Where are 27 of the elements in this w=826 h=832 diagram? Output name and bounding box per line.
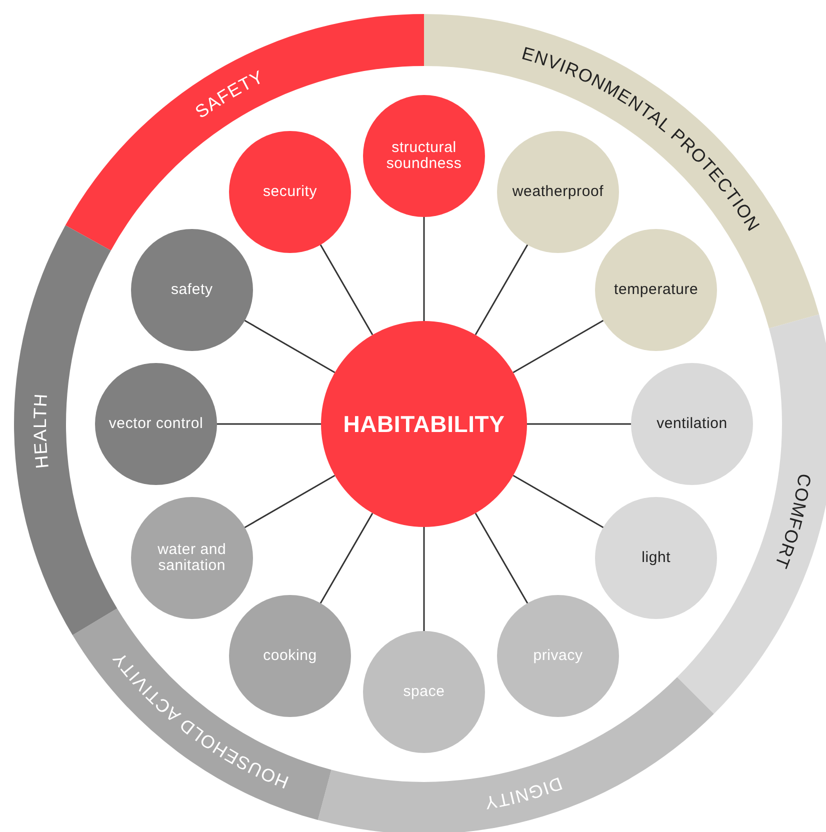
topic-label: security xyxy=(262,184,318,200)
connector-line xyxy=(423,217,425,321)
connector-line xyxy=(474,512,528,604)
category-band xyxy=(318,677,714,832)
connector-line xyxy=(217,423,321,425)
topic-label: structural soundness xyxy=(385,140,463,172)
topic-label: vector control xyxy=(108,416,204,432)
topic-label: privacy xyxy=(533,648,583,664)
connector-line xyxy=(320,512,374,604)
connector-line xyxy=(423,527,425,631)
topic-label: water and sanitation xyxy=(156,542,228,574)
topic-label: HABITABILITY xyxy=(343,412,505,436)
connector-line xyxy=(512,320,604,374)
topic-label: weatherproof xyxy=(512,184,604,200)
topic-label: space xyxy=(403,684,445,700)
category-band xyxy=(72,608,332,820)
topic-label: light xyxy=(642,550,671,566)
connector-line xyxy=(320,244,374,336)
topic-label: safety xyxy=(170,282,213,298)
connector-line xyxy=(512,474,604,528)
topic-label: temperature xyxy=(614,282,698,298)
connector-line xyxy=(527,423,631,425)
connector-line xyxy=(474,244,528,336)
connector-line xyxy=(244,474,336,528)
topic-label: ventilation xyxy=(656,416,728,432)
connector-line xyxy=(244,320,336,374)
topic-label: cooking xyxy=(263,648,317,664)
